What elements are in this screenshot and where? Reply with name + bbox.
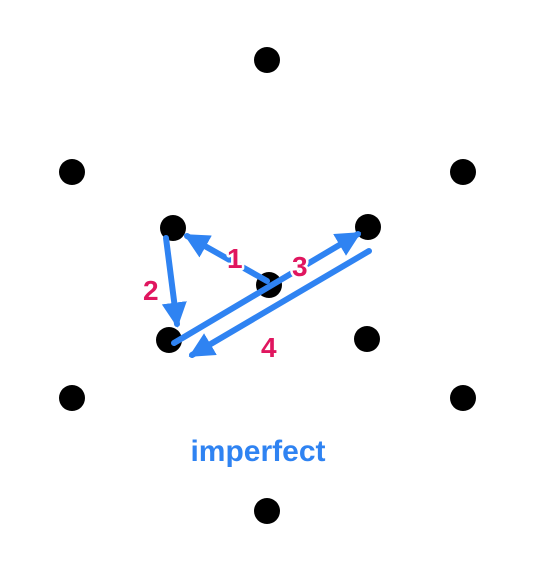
stroke-arrows xyxy=(161,231,372,358)
dot-grid xyxy=(59,47,476,524)
step-label-2: 2 xyxy=(143,275,159,306)
dot-top xyxy=(254,47,280,73)
dot-inner-top-right xyxy=(355,214,381,240)
caption-text: imperfect xyxy=(190,435,325,468)
step-label-4: 4 xyxy=(261,332,277,363)
arrow-step-1 xyxy=(183,233,270,284)
dot-inner-top-left xyxy=(160,215,186,241)
dot-lower-right xyxy=(450,385,476,411)
dot-lower-left xyxy=(59,385,85,411)
step-labels: 1 2 3 4 xyxy=(141,241,311,366)
step-label-3: 3 xyxy=(292,251,308,282)
dot-bottom xyxy=(254,498,280,524)
dot-inner-bottom-right xyxy=(354,326,380,352)
dot-upper-left xyxy=(59,159,85,185)
dot-upper-right xyxy=(450,159,476,185)
dot-inner-bottom-left xyxy=(156,327,182,353)
step-label-1: 1 xyxy=(227,243,243,274)
arrow-step-3 xyxy=(171,231,362,346)
arrow-step-2 xyxy=(161,235,187,328)
arrow-step-4 xyxy=(188,248,372,358)
